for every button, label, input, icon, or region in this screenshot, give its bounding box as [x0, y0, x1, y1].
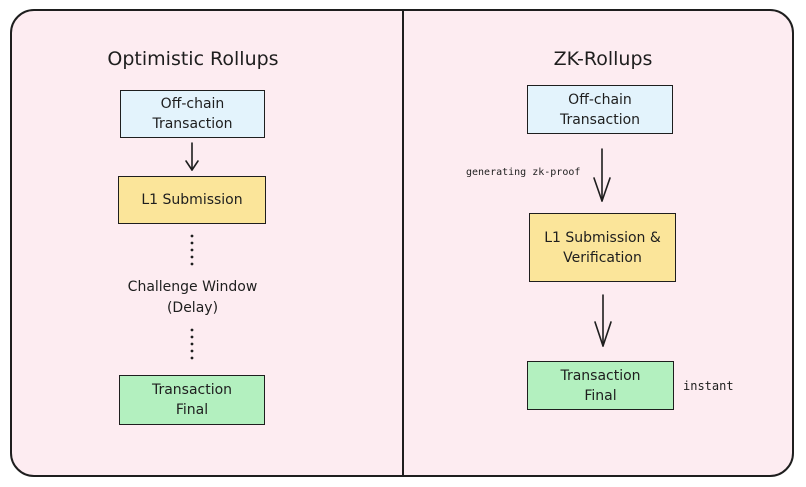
left-final-label: Transaction Final	[151, 382, 233, 418]
right-final-label: Transaction Final	[560, 367, 641, 404]
right-offchain-label: Off-chain Transaction	[559, 91, 641, 128]
left-offchain-label: Off-chain Transaction	[152, 96, 233, 132]
left-final-box: Transaction Final	[119, 375, 265, 425]
left-offchain-box: Off-chain Transaction	[120, 90, 265, 138]
challenge-window-label: Challenge Window (Delay)	[127, 279, 258, 316]
column-divider	[402, 9, 404, 477]
right-submission-label: L1 Submission & Verification	[544, 229, 661, 266]
left-submission-box: L1 Submission	[118, 176, 266, 224]
optimistic-rollups-title: Optimistic Rollups	[107, 48, 279, 70]
zk-rollups-title: ZK-Rollups	[553, 48, 653, 70]
left-dotted-connector-upper	[190, 234, 194, 266]
zk-proof-note: generating zk-proof	[466, 167, 581, 178]
right-offchain-box: Off-chain Transaction	[527, 85, 673, 134]
left-arrow-offchain-to-submission	[185, 142, 199, 171]
right-arrow-submission-to-final	[594, 294, 612, 347]
right-final-box: Transaction Final	[527, 361, 674, 410]
right-arrow-offchain-to-submission	[593, 148, 611, 202]
right-submission-box: L1 Submission & Verification	[529, 213, 676, 282]
instant-note: instant	[683, 379, 734, 393]
left-dotted-connector-lower	[190, 328, 194, 360]
left-submission-label: L1 Submission	[141, 192, 243, 208]
